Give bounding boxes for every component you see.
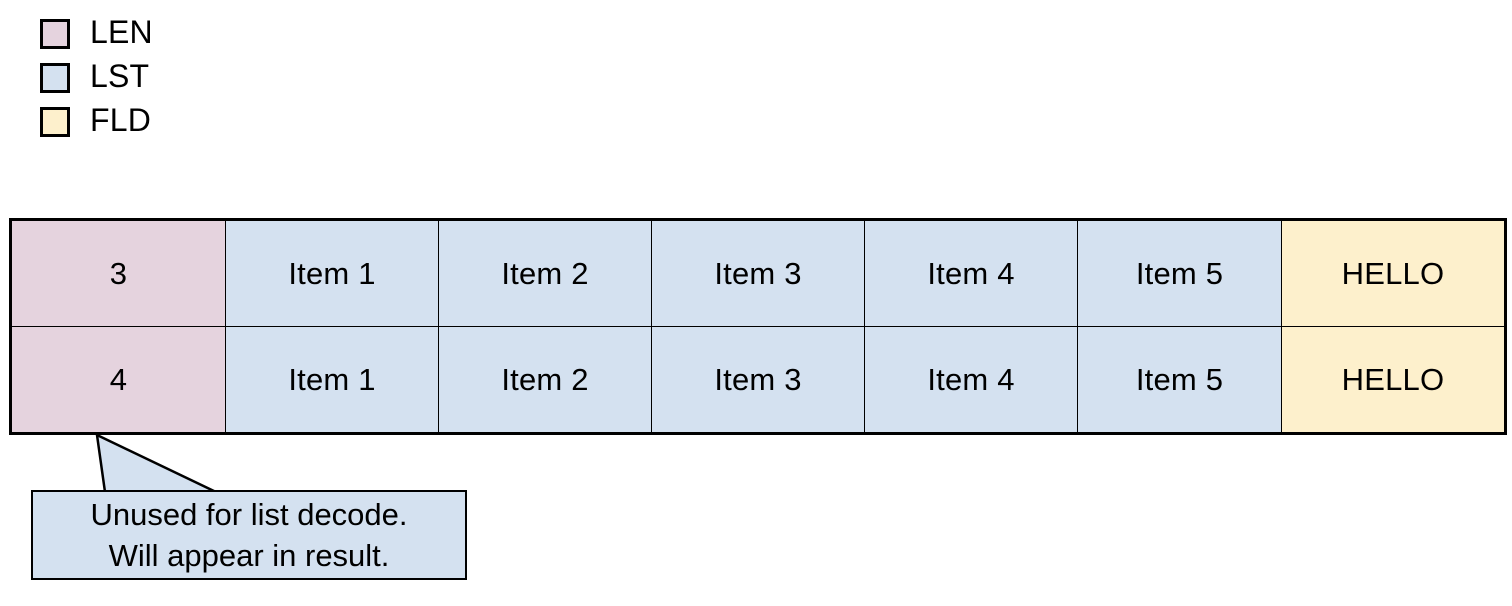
color-swatch-icon xyxy=(40,63,70,93)
table-row: 3 Item 1 Item 2 Item 3 Item 4 Item 5 HEL… xyxy=(10,219,1506,327)
table-cell-lst: Item 4 xyxy=(864,219,1078,327)
legend-label-fld: FLD xyxy=(90,102,152,138)
legend-label-lst: LST xyxy=(90,58,150,94)
callout-line-1: Unused for list decode. xyxy=(90,497,408,532)
table-cell-len: 3 xyxy=(10,219,226,327)
color-swatch-icon xyxy=(40,107,70,137)
table-cell-lst: Item 1 xyxy=(225,326,439,434)
table-cell-lst: Item 3 xyxy=(651,219,865,327)
callout-line-2: Will appear in result. xyxy=(108,538,390,573)
callout-note: Unused for list decode. Will appear in r… xyxy=(31,490,467,580)
table-cell-len: 4 xyxy=(10,326,226,434)
table-cell-lst: Item 2 xyxy=(438,326,652,434)
table-cell-lst: Item 1 xyxy=(225,219,439,327)
structure-table: 3 Item 1 Item 2 Item 3 Item 4 Item 5 HEL… xyxy=(9,218,1507,435)
table-cell-fld: HELLO xyxy=(1281,219,1506,327)
table-cell-lst: Item 5 xyxy=(1077,326,1282,434)
color-swatch-icon xyxy=(40,19,70,49)
table-cell-lst: Item 5 xyxy=(1077,219,1282,327)
table-cell-lst: Item 2 xyxy=(438,219,652,327)
table-cell-lst: Item 3 xyxy=(651,326,865,434)
legend-label-len: LEN xyxy=(90,14,153,50)
table-cell-lst: Item 4 xyxy=(864,326,1078,434)
table-row: 4 Item 1 Item 2 Item 3 Item 4 Item 5 HEL… xyxy=(10,326,1506,434)
table-cell-fld: HELLO xyxy=(1281,326,1506,434)
